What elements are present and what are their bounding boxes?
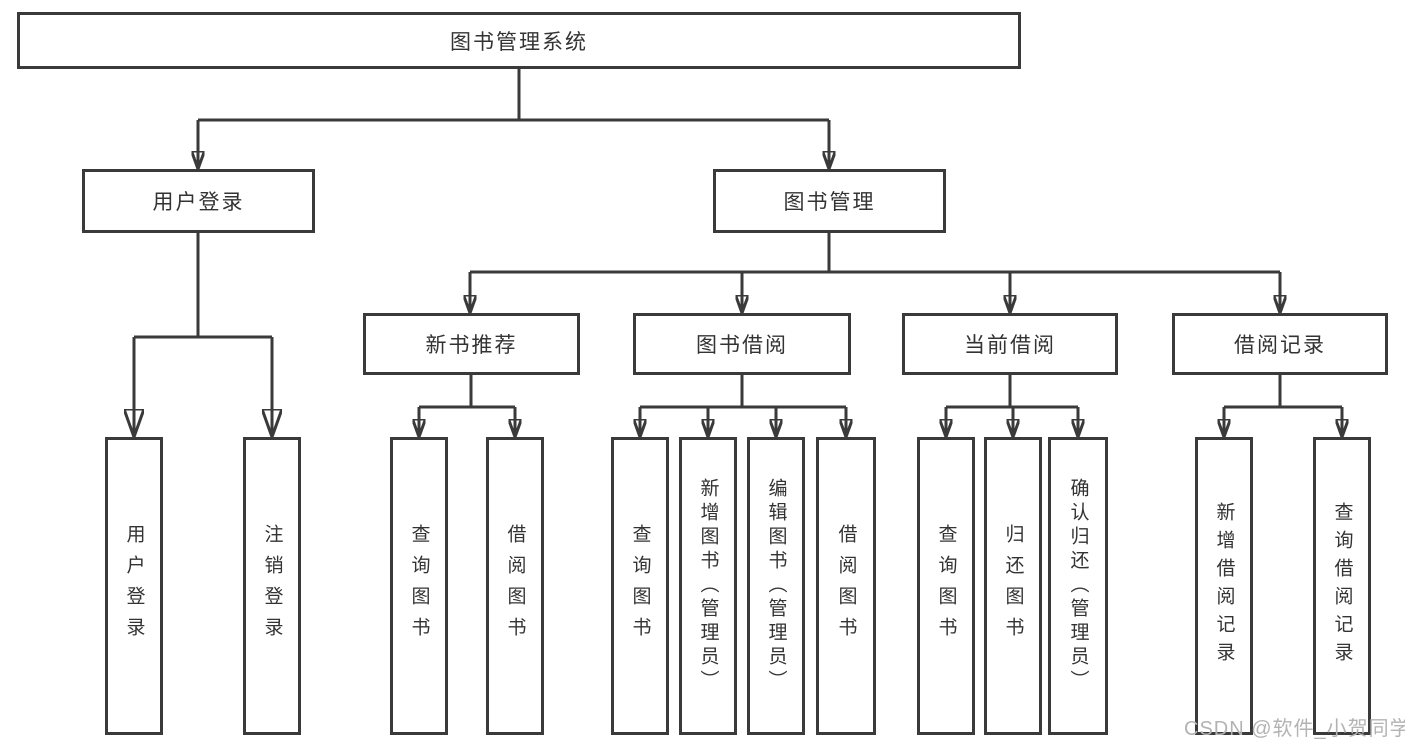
leaf-add-borrow-record: 新增借阅记录 [1195, 437, 1253, 735]
leaf-edit-books-admin: 编辑图书（管理员） [747, 437, 805, 735]
node-borrow-records: 借阅记录 [1172, 313, 1388, 375]
leaf-query-borrow-record-label: 查询借阅记录 [1331, 502, 1353, 670]
node-current-borrowing-label: 当前借阅 [964, 334, 1056, 357]
node-book-management-label: 图书管理 [783, 191, 876, 214]
leaf-current-query-books: 查询图书 [917, 437, 975, 735]
leaf-add-borrow-record-label: 新增借阅记录 [1213, 502, 1235, 670]
leaf-return-books: 归还图书 [984, 437, 1042, 735]
connector-cur-borrow-fan [946, 375, 1078, 409]
node-user-login: 用户登录 [82, 169, 315, 233]
leaf-return-books-label: 归还图书 [1002, 524, 1024, 648]
node-new-book-recommend-label: 新书推荐 [425, 334, 518, 357]
node-user-login-label: 用户登录 [152, 191, 245, 214]
leaf-recommend-query-books: 查询图书 [390, 437, 448, 735]
leaf-recommend-query-books-label: 查询图书 [408, 524, 430, 648]
leaf-add-books-admin-label: 新增图书（管理员） [697, 478, 719, 694]
leaf-borrowing-borrow-books-label: 借阅图书 [835, 524, 857, 648]
leaf-borrowing-query-books-label: 查询图书 [629, 524, 651, 648]
connector-book-borrow-fan [640, 375, 846, 409]
leaf-recommend-borrow-books: 借阅图书 [486, 437, 544, 735]
node-book-borrowing: 图书借阅 [633, 313, 851, 375]
connector-book-mgmt-fan [470, 233, 1280, 274]
node-root-label: 图书管理系统 [450, 30, 588, 54]
csdn-watermark: CSDN @软件_小贺同学 [1184, 718, 1405, 740]
leaf-confirm-return-admin-label: 确认归还（管理员） [1067, 478, 1089, 694]
connector-root-fan [198, 69, 829, 122]
node-book-borrowing-label: 图书借阅 [696, 334, 788, 357]
leaf-confirm-return-admin: 确认归还（管理员） [1048, 437, 1108, 735]
node-new-book-recommend: 新书推荐 [363, 313, 580, 375]
leaf-borrowing-borrow-books: 借阅图书 [816, 437, 876, 735]
connector-records-fan [1224, 375, 1342, 409]
leaf-logout-label: 注销登录 [261, 524, 283, 648]
leaf-user-login: 用户登录 [105, 437, 163, 735]
node-current-borrowing: 当前借阅 [902, 313, 1118, 375]
leaf-current-query-books-label: 查询图书 [935, 524, 957, 648]
leaf-borrowing-query-books: 查询图书 [611, 437, 669, 735]
leaf-add-books-admin: 新增图书（管理员） [679, 437, 737, 735]
connector-user-login-fan [134, 233, 272, 339]
connector-new-book-fan [419, 375, 515, 409]
leaf-logout: 注销登录 [243, 437, 301, 735]
node-book-management: 图书管理 [713, 169, 946, 233]
leaf-edit-books-admin-label: 编辑图书（管理员） [765, 478, 787, 694]
node-borrow-records-label: 借阅记录 [1234, 334, 1326, 357]
leaf-query-borrow-record: 查询借阅记录 [1313, 437, 1371, 735]
leaf-recommend-borrow-books-label: 借阅图书 [504, 524, 526, 648]
node-root-system: 图书管理系统 [17, 12, 1021, 69]
leaf-user-login-label: 用户登录 [123, 524, 145, 648]
